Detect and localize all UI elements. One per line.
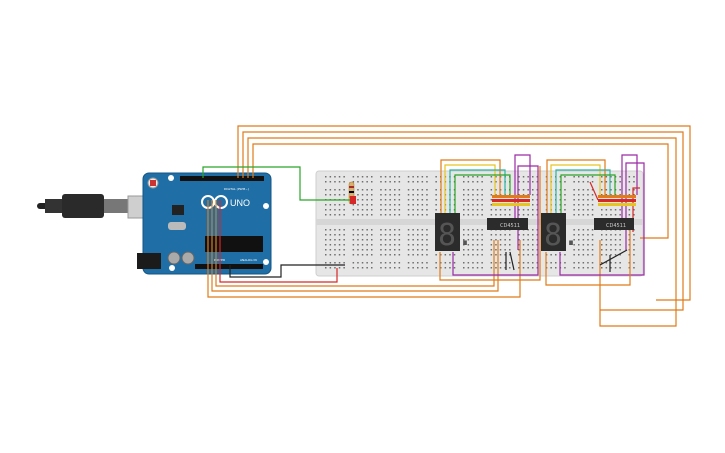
arduino-uno-board[interactable]: UNO DIGITAL (PWM~) POWER ANALOG IN [137, 172, 272, 275]
resistor[interactable] [348, 181, 356, 205]
digital-header [180, 176, 264, 181]
digital-label: DIGITAL (PWM~) [224, 187, 249, 191]
wire [444, 164, 496, 213]
wire [237, 125, 691, 301]
wire [219, 200, 338, 283]
wire [560, 174, 616, 213]
wire [207, 200, 521, 298]
wire [621, 154, 638, 230]
resistor-bank-left [492, 195, 530, 206]
wire [440, 159, 501, 213]
wire [559, 162, 645, 276]
wire [252, 143, 669, 239]
usb-cable [37, 194, 161, 219]
breadboard[interactable] [315, 170, 644, 277]
ic-right-label: CD4511 [606, 223, 626, 229]
seven-segment-display-left[interactable]: 8. [435, 213, 474, 253]
wire [514, 154, 531, 230]
decoder-ic-left[interactable]: CD4511 [487, 218, 528, 230]
wire [555, 169, 611, 213]
wire [211, 200, 499, 292]
wires [202, 125, 691, 327]
arduino-uno-label: UNO [230, 198, 250, 208]
wire [242, 131, 684, 311]
wire [632, 187, 640, 232]
wire [229, 264, 345, 278]
wire [247, 137, 677, 327]
wire [509, 251, 515, 271]
ic-left-label: CD4511 [500, 223, 520, 229]
wire [454, 174, 511, 213]
seven-segment-display-right[interactable]: 8. [541, 213, 580, 253]
analog-label: ANALOG IN [240, 258, 257, 262]
wire [449, 169, 506, 213]
wire [545, 230, 631, 286]
wire [546, 159, 606, 213]
display-left-digit: 8. [438, 218, 474, 253]
wire [589, 181, 599, 201]
wire [550, 164, 601, 213]
resistor-bank-right [598, 195, 636, 206]
atmega-chip [205, 236, 263, 252]
display-right-digit: 8. [544, 218, 580, 253]
wire [215, 200, 495, 287]
decoder-ic-right[interactable]: CD4511 [594, 218, 634, 230]
wire [439, 166, 541, 281]
wire [202, 166, 350, 201]
wire [599, 249, 628, 266]
power-analog-header [195, 264, 263, 269]
wire [452, 165, 539, 276]
